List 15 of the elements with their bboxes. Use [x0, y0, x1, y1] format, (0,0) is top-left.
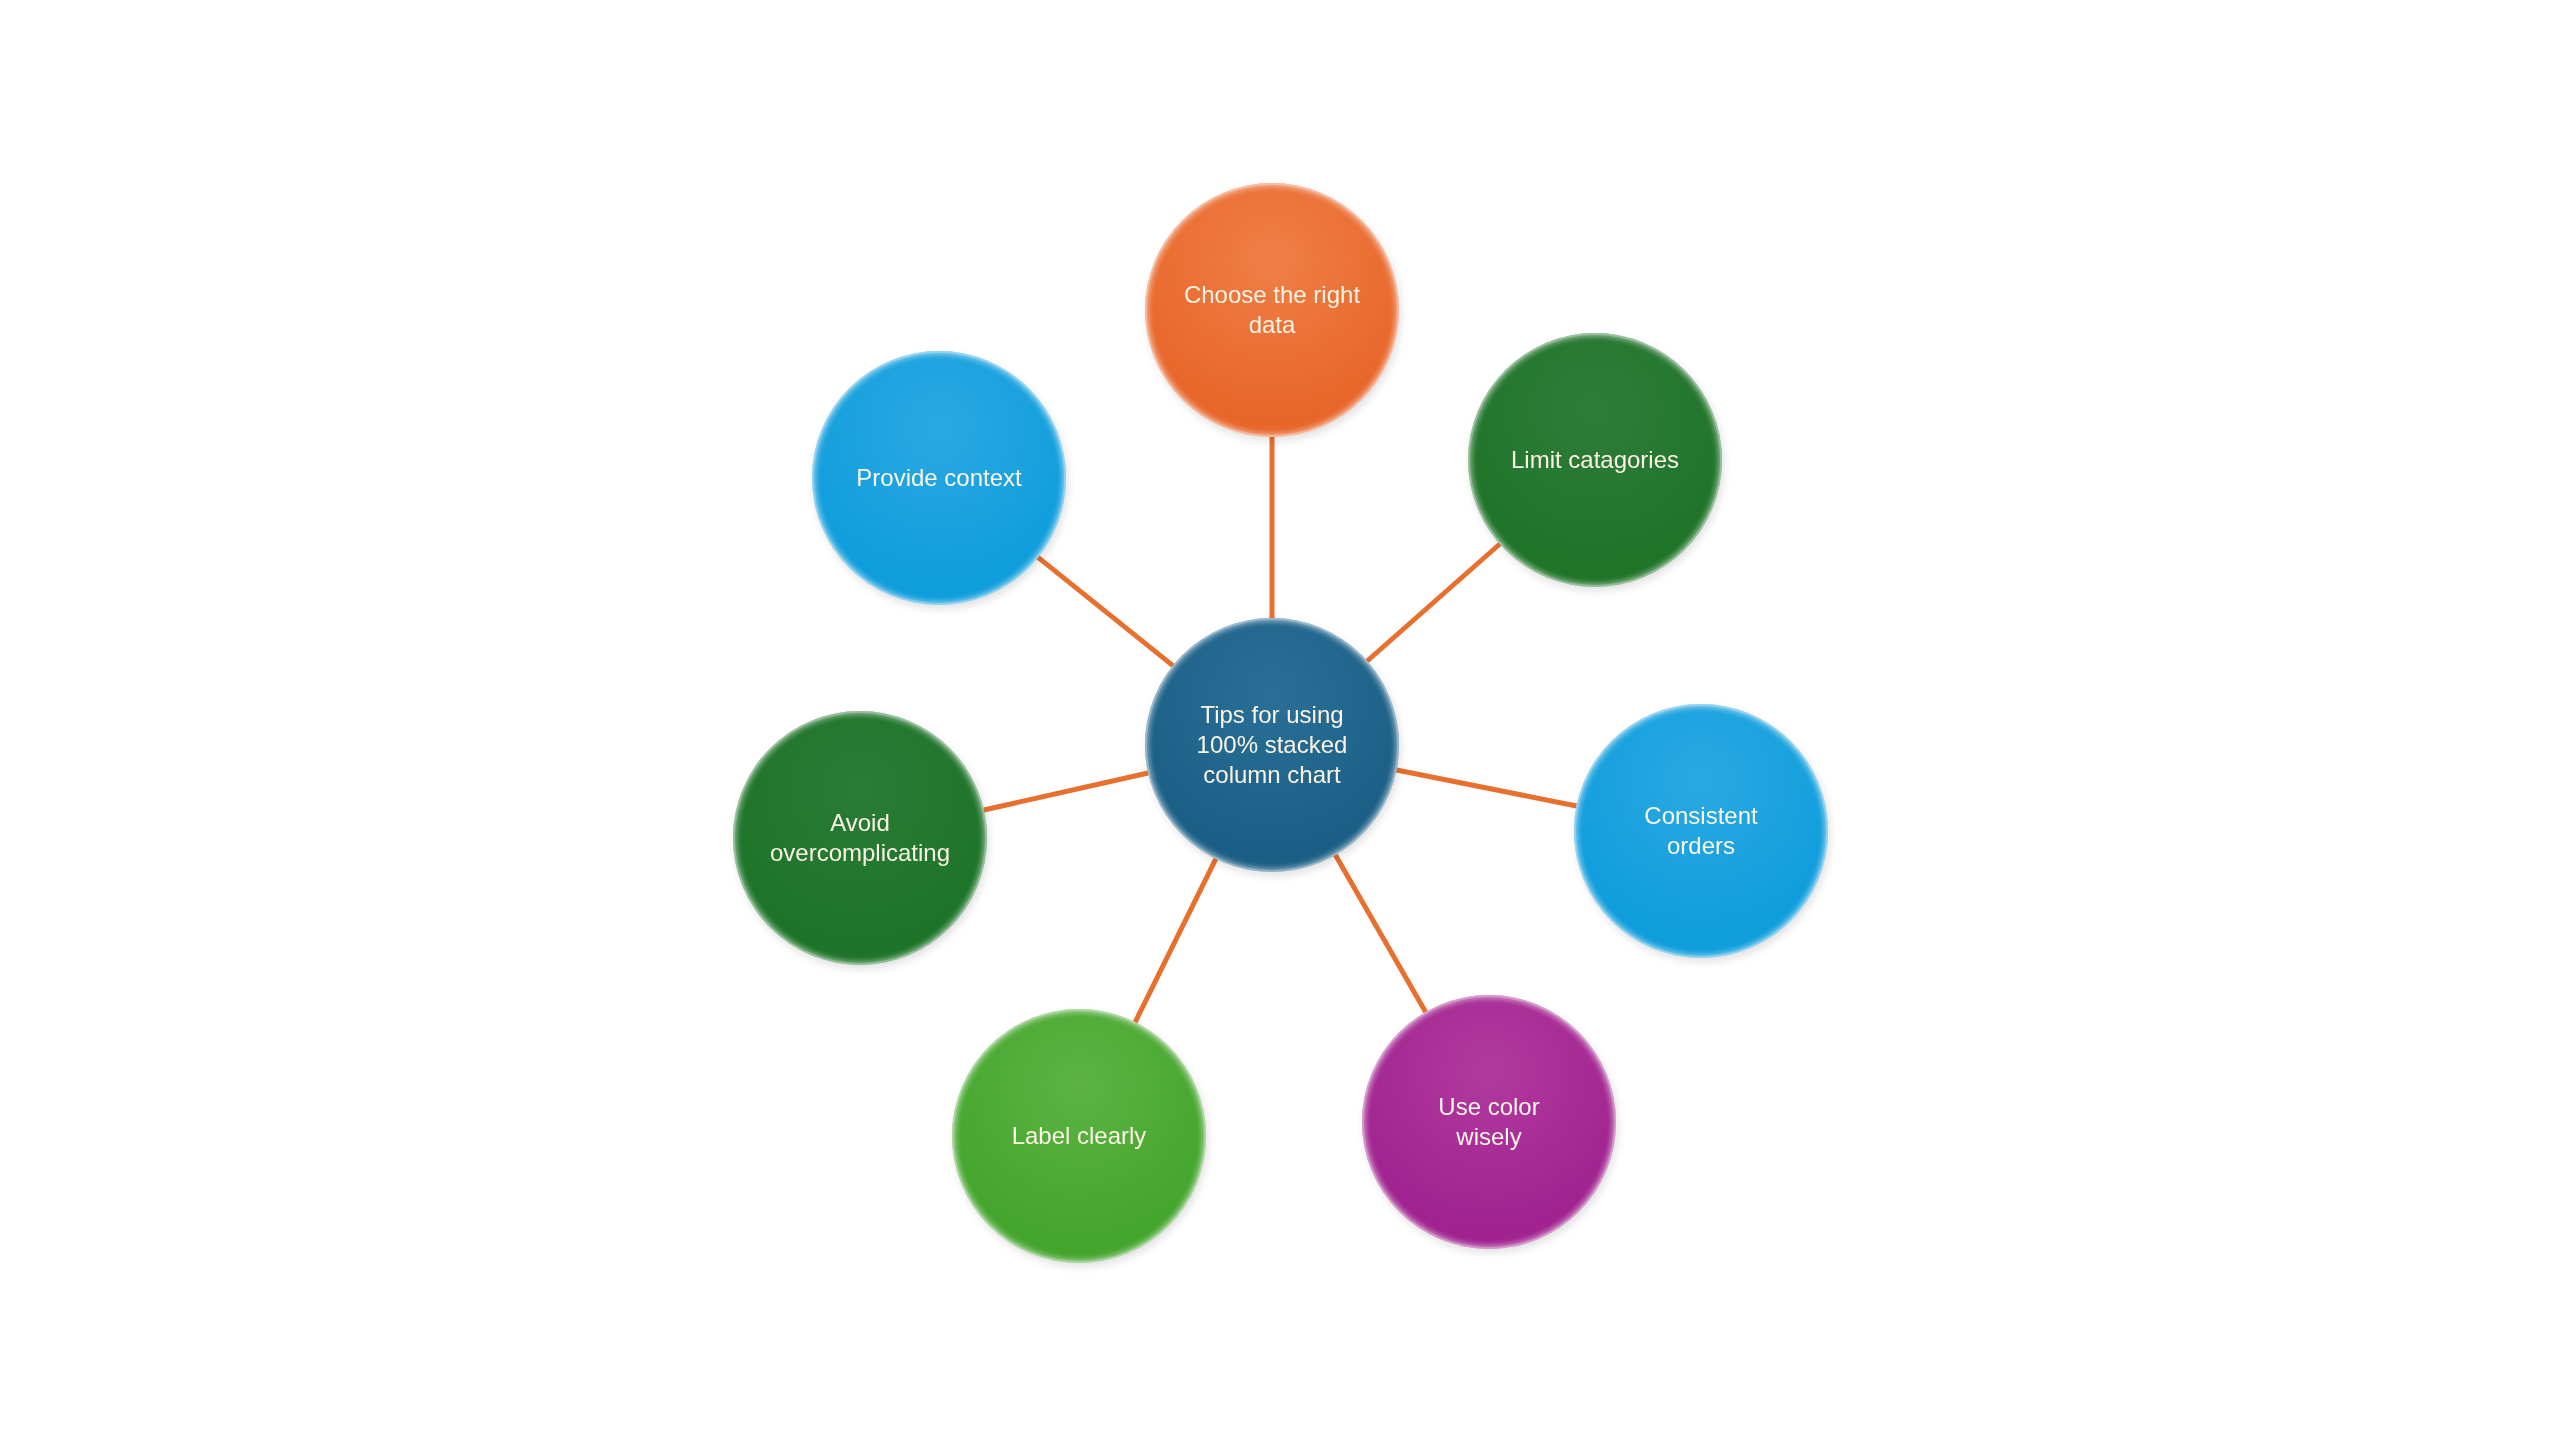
connector-line — [1365, 542, 1502, 663]
connector-line — [1333, 853, 1428, 1014]
node-text: Use color wisely — [1437, 1092, 1541, 1152]
connector-line — [1396, 767, 1577, 809]
node-text: Tips for using 100% stacked column chart — [1195, 700, 1349, 790]
node-text: Limit catagories — [1510, 445, 1680, 475]
connector-line — [983, 770, 1149, 813]
connector-line — [1036, 555, 1175, 668]
node-text: Choose the right data — [1182, 280, 1362, 340]
connector-line — [1132, 857, 1219, 1024]
node-text: Avoid overcomplicating — [768, 808, 952, 868]
node-text: Consistent orders — [1643, 801, 1759, 861]
connector-line — [1269, 437, 1275, 618]
node-text: Provide context — [856, 463, 1022, 493]
node-text: Label clearly — [1011, 1121, 1147, 1151]
